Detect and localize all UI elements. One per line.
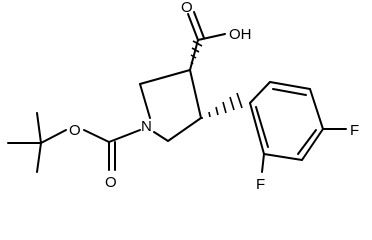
bond-ring-b [269, 81, 311, 90]
bond-ring-f [249, 102, 265, 155]
label-fluorine-para: F [350, 122, 359, 139]
bond-tbu-methyl-bottom [36, 142, 42, 173]
bond-n-carbonyl [108, 129, 141, 143]
bond-c-oh [197, 33, 226, 41]
bond-ring-c [309, 88, 324, 130]
difluorophenyl-ring: F F [249, 81, 359, 193]
bond-ester-o-tbu [40, 129, 67, 144]
label-acid-carbonyl-o: O [181, 0, 193, 16]
bond-ch2-n [153, 131, 169, 142]
pyrrolidine-ring [139, 69, 202, 142]
bond-c-o-double-b [193, 11, 205, 39]
bond-n-ch2-upper [139, 83, 151, 119]
bond-c3-cooh [189, 39, 199, 71]
bond-ring-d [301, 128, 324, 161]
bond-ring-f-inner [255, 106, 269, 148]
label-nitrogen: N [141, 118, 152, 135]
structure-diagram: OH O F F N [7, 0, 359, 193]
bond-c-o-double-a [187, 13, 199, 41]
bond-c3-c4 [189, 69, 202, 119]
bond-carbonyl-ester-o [83, 129, 110, 143]
bond-c4-ch2 [167, 117, 202, 142]
boc-group: O O [7, 112, 141, 191]
stereo-wedge-c3 [189, 40, 203, 71]
bond-ring-b-inner [272, 88, 307, 96]
carboxylic-acid-group: OH O [181, 0, 252, 71]
bond-ring-d-inner [297, 129, 317, 155]
label-fluorine-ortho: F [256, 176, 265, 193]
label-oh: OH [229, 26, 252, 43]
label-boc-carbonyl-o: O [105, 174, 117, 191]
bond-ring-e [263, 153, 303, 161]
bond-tbu-methyl-top [36, 112, 42, 144]
stereo-wedge-c4 [201, 92, 243, 119]
bond-ring-a [249, 81, 271, 104]
label-boc-ester-o: O [69, 122, 81, 139]
bond-c-f-ortho [261, 153, 265, 173]
bond-ch2-c3 [139, 69, 191, 85]
